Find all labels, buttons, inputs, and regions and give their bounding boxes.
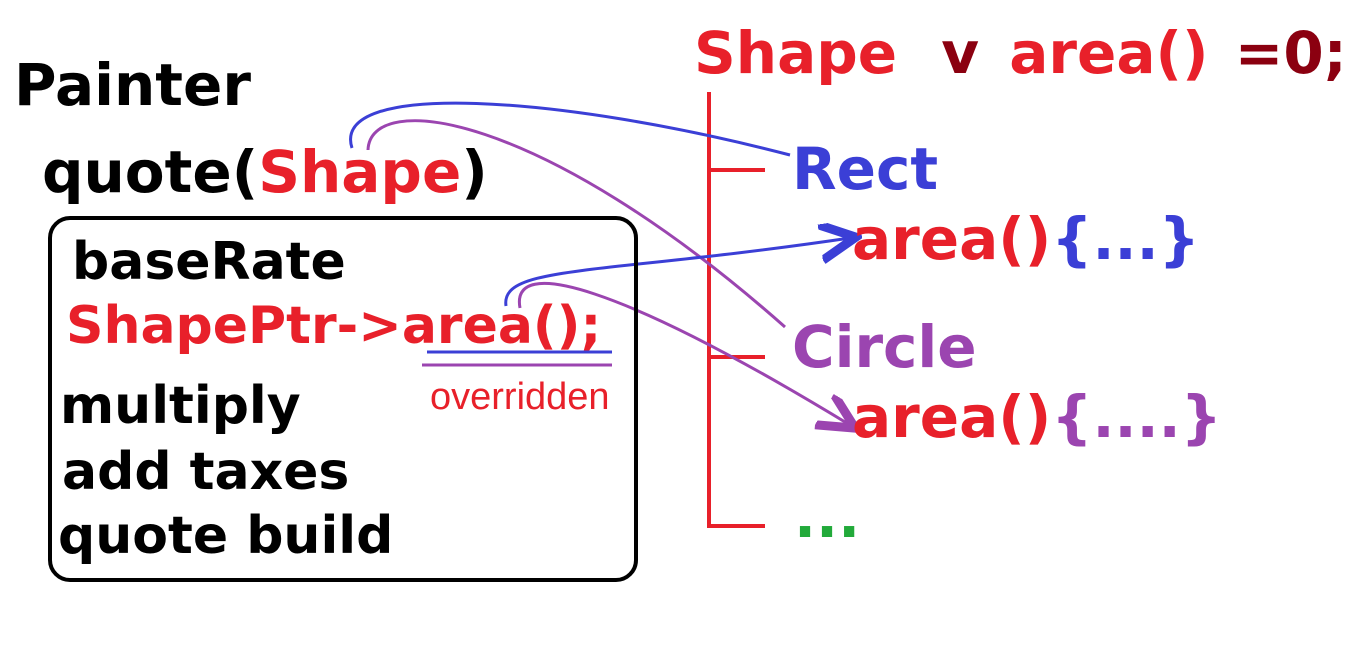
box-line-call: ShapePtr->area();	[66, 300, 601, 352]
quote-prefix: quote(	[42, 138, 259, 206]
circle-area-method: area(){....}	[852, 388, 1222, 446]
overridden-note: overridden	[430, 376, 610, 418]
rect-area-name: area()	[852, 205, 1052, 273]
painter-label: Painter	[14, 51, 251, 119]
call-suffix: ;	[580, 296, 602, 356]
box-line-multiply: multiply	[60, 376, 301, 436]
pure-suffix: =0;	[1234, 19, 1347, 87]
call-method: area()	[401, 296, 581, 356]
circle-area-name: area()	[852, 383, 1052, 451]
arrow-call-to-rect-area	[504, 238, 850, 307]
call-prefix: ShapePtr->	[66, 296, 402, 356]
more-subclasses: ...	[794, 483, 861, 551]
box-line-build: quote build	[58, 506, 394, 566]
quote-body-box	[48, 216, 638, 582]
rect-area-method: area(){...}	[852, 210, 1200, 268]
box-line-taxes: add taxes	[62, 442, 350, 502]
base-class-header: Shape v area() =0;	[694, 24, 1347, 82]
link-shape-to-circle	[366, 119, 786, 329]
circle-class-name: Circle	[792, 313, 977, 381]
base-class-name: Shape	[694, 19, 898, 87]
quote-suffix: )	[461, 138, 488, 206]
circle-area-body: {....}	[1051, 383, 1222, 451]
virtual-mark: v	[941, 19, 980, 87]
box-line-baserate: baseRate	[72, 232, 346, 292]
quote-param: Shape	[258, 138, 462, 206]
arrow-call-to-circle-area	[517, 282, 850, 425]
rect-area-body: {...}	[1051, 205, 1200, 273]
quote-signature: quote(Shape)	[42, 143, 488, 201]
link-shape-to-rect	[349, 101, 791, 157]
rect-class-name: Rect	[792, 135, 939, 203]
connector-lines	[349, 92, 1316, 528]
base-method: area()	[1009, 19, 1209, 87]
